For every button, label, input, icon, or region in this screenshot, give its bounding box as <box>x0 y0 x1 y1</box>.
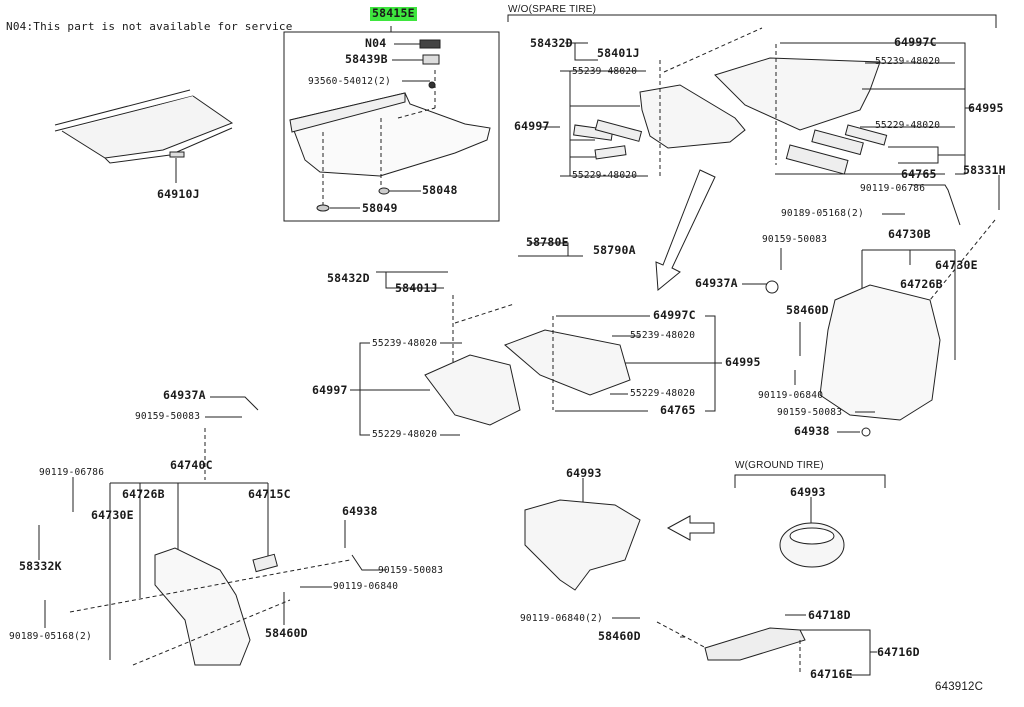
part-label-55229-48020[interactable]: 55229-48020 <box>630 388 696 399</box>
deck-board-shape <box>524 499 641 591</box>
part-label-64997[interactable]: 64997 <box>312 383 348 397</box>
part-label-64993[interactable]: 64993 <box>790 485 826 499</box>
part-label-58790A[interactable]: 58790A <box>593 243 636 257</box>
part-label-55229-48020[interactable]: 55229-48020 <box>875 120 941 131</box>
direction-arrow-left <box>666 515 715 541</box>
part-label-55239-48020[interactable]: 55239-48020 <box>372 338 438 349</box>
part-label-58401J[interactable]: 58401J <box>597 46 640 60</box>
part-label-64726B[interactable]: 64726B <box>122 487 165 501</box>
part-label-64716D[interactable]: 64716D <box>877 645 920 659</box>
part-label-90119-06840[interactable]: 90119-06840 <box>333 581 399 592</box>
part-label-55229-48020[interactable]: 55229-48020 <box>372 429 438 440</box>
part-label-64730E[interactable]: 64730E <box>91 508 134 522</box>
part-label-58780E[interactable]: 58780E <box>526 235 569 249</box>
deck-tray-mid-right-shape <box>504 329 631 396</box>
part-label-64765[interactable]: 64765 <box>660 403 696 417</box>
part-label-64938[interactable]: 64938 <box>794 424 830 438</box>
part-label-55229-48020[interactable]: 55229-48020 <box>572 170 638 181</box>
part-label-90189-05168[interactable]: 90189-05168(2) <box>9 631 92 642</box>
part-label-58460D[interactable]: 58460D <box>786 303 829 317</box>
part-label-58439B[interactable]: 58439B <box>345 52 388 66</box>
section-title-with-ground-tire: W(GROUND TIRE) <box>735 460 824 471</box>
part-label-90119-06786[interactable]: 90119-06786 <box>860 183 926 194</box>
part-label-64997C[interactable]: 64997C <box>894 35 937 49</box>
part-label-64997C[interactable]: 64997C <box>653 308 696 322</box>
tonneau-cover-shape <box>54 89 234 183</box>
part-label-64730E[interactable]: 64730E <box>935 258 978 272</box>
part-label-64937A[interactable]: 64937A <box>163 388 206 402</box>
deck-tray-mid-left-shape <box>424 354 521 426</box>
part-label-90159-50083[interactable]: 90159-50083 <box>378 565 444 576</box>
direction-arrow-down <box>655 169 716 291</box>
part-label-58432D[interactable]: 58432D <box>530 36 573 50</box>
side-trim-left-shape <box>154 547 251 666</box>
side-trim-right-shape <box>819 284 941 421</box>
part-label-58332K[interactable]: 58332K <box>19 559 62 573</box>
part-label-64938[interactable]: 64938 <box>342 504 378 518</box>
diagram-code: 643912C <box>935 681 984 693</box>
part-label-64716E[interactable]: 64716E <box>810 667 853 681</box>
part-label-58049[interactable]: 58049 <box>362 201 398 215</box>
part-label-58432D[interactable]: 58432D <box>327 271 370 285</box>
part-label-58415E[interactable]: 58415E <box>370 6 417 21</box>
part-label-64997[interactable]: 64997 <box>514 119 550 133</box>
part-label-64740C[interactable]: 64740C <box>170 458 213 472</box>
part-label-64726B[interactable]: 64726B <box>900 277 943 291</box>
part-label-55239-48020[interactable]: 55239-48020 <box>630 330 696 341</box>
part-label-64995[interactable]: 64995 <box>725 355 761 369</box>
part-label-55239-48020[interactable]: 55239-48020 <box>572 66 638 77</box>
part-label-90189-05168[interactable]: 90189-05168(2) <box>781 208 864 219</box>
part-label-64995[interactable]: 64995 <box>968 101 1004 115</box>
part-label-58401J[interactable]: 58401J <box>395 281 438 295</box>
part-label-55239-48020[interactable]: 55239-48020 <box>875 56 941 67</box>
part-label-64765[interactable]: 64765 <box>901 167 937 181</box>
part-label-90119-06840[interactable]: 90119-06840(2) <box>520 613 603 624</box>
part-label-64993[interactable]: 64993 <box>566 466 602 480</box>
part-label-58460D[interactable]: 58460D <box>265 626 308 640</box>
part-label-90119-06840[interactable]: 90119-06840 <box>758 390 824 401</box>
part-label-90159-50083[interactable]: 90159-50083 <box>762 234 828 245</box>
part-label-93560-54012[interactable]: 93560-54012(2) <box>308 76 391 87</box>
scuff-plate-shape <box>704 627 806 661</box>
part-label-90159-50083[interactable]: 90159-50083 <box>135 411 201 422</box>
section-title-without-spare-tire: W/O(SPARE TIRE) <box>508 4 597 15</box>
part-label-N04[interactable]: N04 <box>365 36 387 50</box>
part-label-64910J[interactable]: 64910J <box>157 187 200 201</box>
part-label-64715C[interactable]: 64715C <box>248 487 291 501</box>
deck-tray-left-shape <box>639 84 746 149</box>
part-label-58460D[interactable]: 58460D <box>598 629 641 643</box>
part-label-58331H[interactable]: 58331H <box>963 163 1006 177</box>
part-label-64718D[interactable]: 64718D <box>808 608 851 622</box>
part-label-90119-06786[interactable]: 90119-06786 <box>39 467 105 478</box>
service-note: N04:This part is not available for servi… <box>6 20 293 33</box>
deck-tray-right-shape <box>714 57 881 131</box>
part-label-64730B[interactable]: 64730B <box>888 227 931 241</box>
part-label-90159-50083[interactable]: 90159-50083 <box>777 407 843 418</box>
part-label-58048[interactable]: 58048 <box>422 183 458 197</box>
part-label-64937A[interactable]: 64937A <box>695 276 738 290</box>
